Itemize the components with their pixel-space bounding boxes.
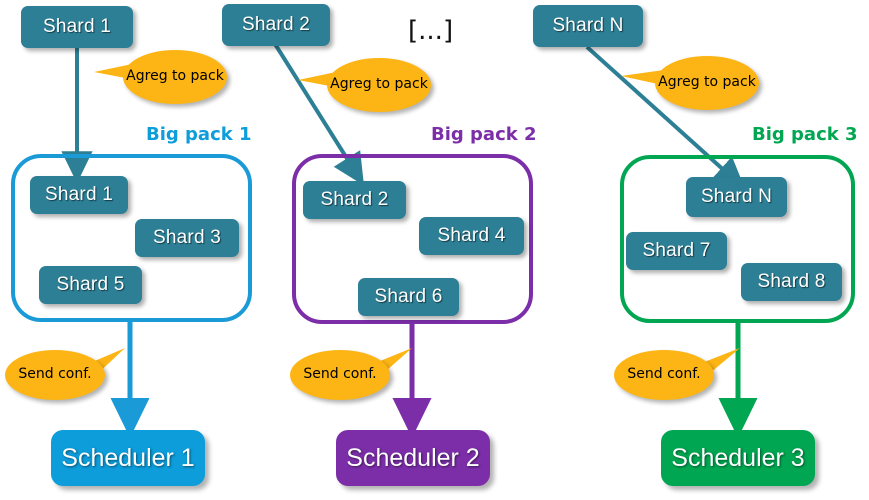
source-shard-N[interactable]: Shard N bbox=[533, 5, 643, 47]
pack1-shard-5[interactable]: Shard 5 bbox=[39, 266, 142, 304]
callout-bubble-agreg-1: Agreg to pack bbox=[123, 50, 227, 104]
pack1-shard-3[interactable]: Shard 3 bbox=[135, 219, 239, 257]
ellipsis-marker: [...] bbox=[408, 16, 454, 46]
pack2-shard-6[interactable]: Shard 6 bbox=[358, 278, 459, 316]
pack-container-3[interactable] bbox=[620, 155, 855, 323]
pack1-shard-1[interactable]: Shard 1 bbox=[30, 176, 128, 214]
source-shard-1[interactable]: Shard 1 bbox=[21, 6, 133, 48]
scheduler-1[interactable]: Scheduler 1 bbox=[51, 430, 205, 486]
pack-container-2[interactable] bbox=[292, 154, 533, 324]
pack-container-1[interactable] bbox=[11, 154, 252, 322]
pack-label-3: Big pack 3 bbox=[752, 124, 858, 145]
callout-bubble-agreg-2: Agreg to pack bbox=[327, 58, 431, 112]
callout-bubble-agreg-3: Agreg to pack bbox=[655, 56, 759, 110]
pack-label-2: Big pack 2 bbox=[431, 124, 537, 145]
pack2-shard-2[interactable]: Shard 2 bbox=[303, 181, 406, 219]
pack3-shard-8[interactable]: Shard 8 bbox=[741, 263, 842, 301]
pack3-shard-N[interactable]: Shard N bbox=[686, 177, 787, 217]
pack2-shard-4[interactable]: Shard 4 bbox=[419, 217, 524, 255]
callout-bubble-send-1: Send conf. bbox=[5, 350, 105, 400]
source-shard-2[interactable]: Shard 2 bbox=[222, 4, 330, 46]
pack-label-1: Big pack 1 bbox=[146, 124, 252, 145]
pack3-shard-7[interactable]: Shard 7 bbox=[626, 232, 727, 270]
scheduler-2[interactable]: Scheduler 2 bbox=[336, 430, 490, 486]
callout-bubble-send-3: Send conf. bbox=[614, 350, 714, 400]
scheduler-3[interactable]: Scheduler 3 bbox=[661, 430, 815, 486]
callout-bubble-send-2: Send conf. bbox=[290, 350, 390, 400]
